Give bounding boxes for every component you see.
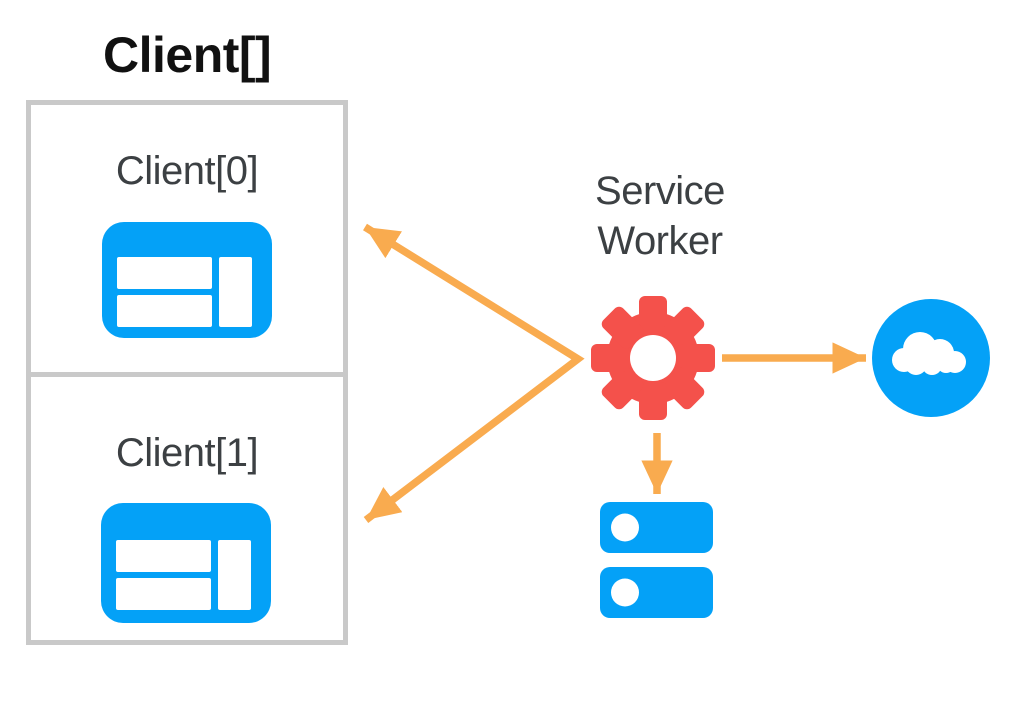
database-icon: [600, 502, 713, 618]
clients-array-title: Client[]: [103, 27, 272, 83]
service-worker-label: Service Worker: [560, 166, 760, 266]
browser-window-icon: [101, 503, 271, 623]
arrow-service-worker-to-clients: [363, 223, 585, 523]
service-worker-label-line2: Worker: [597, 219, 723, 263]
service-worker-label-line1: Service: [595, 169, 725, 213]
clients-box-divider: [31, 372, 343, 377]
client-1-label: Client[1]: [115, 431, 259, 475]
client-0-label: Client[0]: [115, 149, 259, 193]
gear-icon: [591, 296, 715, 420]
cloud-icon: [872, 299, 990, 417]
browser-window-icon: [102, 222, 272, 338]
